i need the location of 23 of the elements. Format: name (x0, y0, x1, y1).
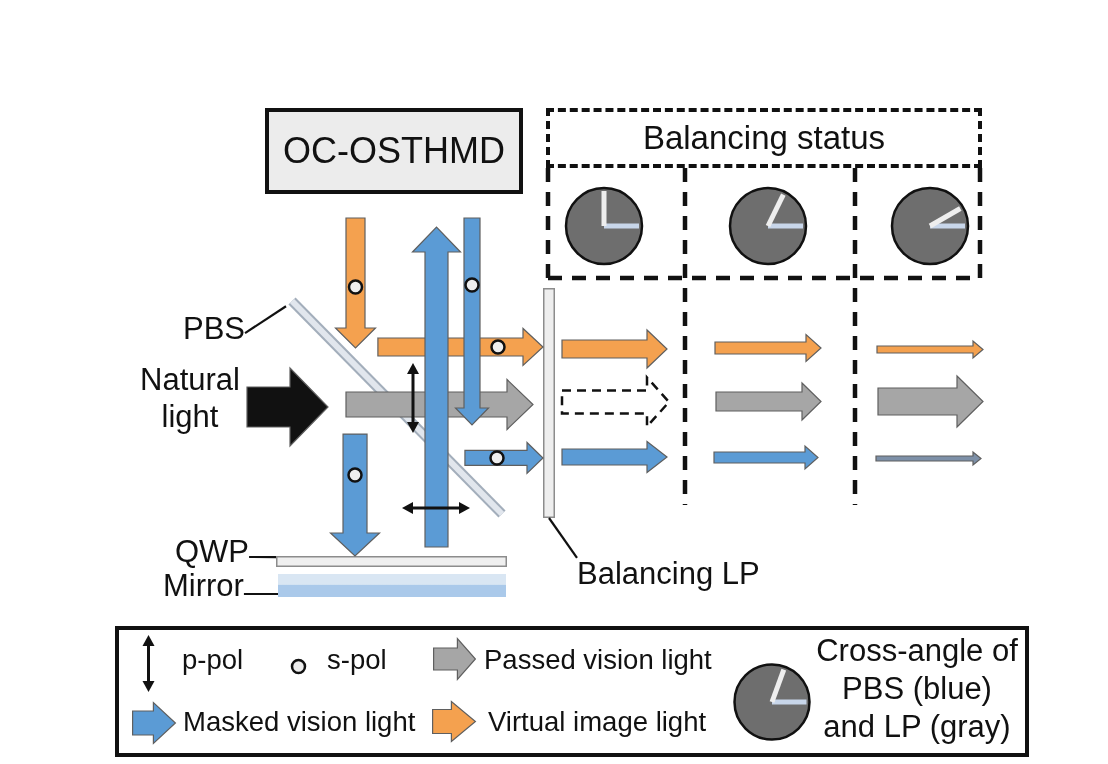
mirror-plate (278, 574, 506, 597)
legend-label: Passed vision light (484, 644, 712, 676)
flat-plate (276, 556, 507, 567)
legend-label: Cross-angle of PBS (blue) and LP (gray) (815, 632, 1019, 746)
leader-line (243, 592, 278, 596)
part-label: PBS (183, 311, 246, 347)
leader-line (548, 517, 578, 559)
panel-heading: Balancing status (642, 119, 886, 157)
part-label: Mirror (163, 568, 244, 604)
block-arrow (329, 433, 382, 557)
part-label: Balancing LP (577, 556, 760, 592)
legend-label: s-pol (327, 644, 387, 676)
legend-label: Virtual image light (488, 706, 707, 738)
part-label: QWP (175, 534, 250, 570)
panel-heading: OC-OSTHMD (283, 130, 505, 172)
leader-line (249, 555, 276, 559)
vertical-plate (543, 288, 555, 518)
leader-line (244, 305, 287, 334)
light-source-label: Natural light (139, 361, 241, 435)
title-panel (265, 108, 523, 194)
legend-label: p-pol (182, 644, 244, 676)
header-panel (546, 108, 982, 168)
legend-label: Masked vision light (183, 706, 416, 738)
